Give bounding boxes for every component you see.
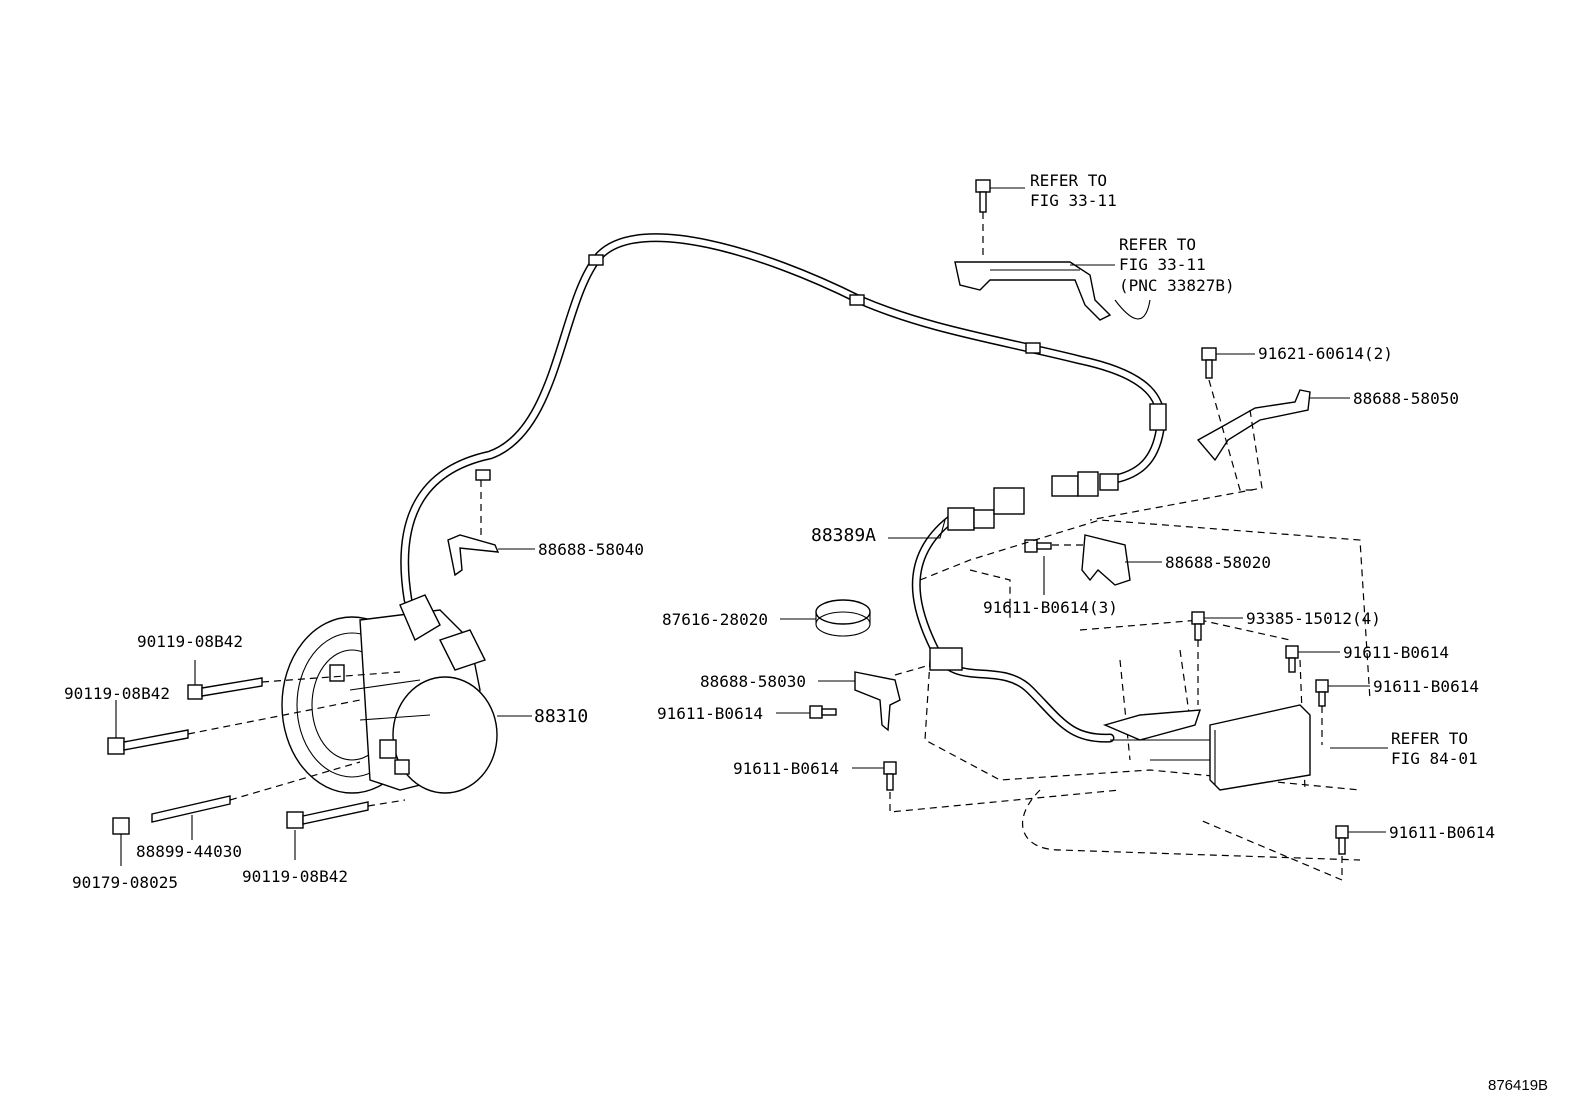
compressor-88310 [281, 594, 498, 794]
label-88688-58030: 88688-58030 [700, 672, 806, 691]
label-refer-fig-84-01-line2: FIG 84-01 [1391, 749, 1478, 768]
figure-id: 876419B [1488, 1077, 1548, 1094]
sensor-wire-88389A [911, 487, 1115, 743]
label-91621-60614: 91621-60614(2) [1258, 344, 1393, 363]
label-91611-B0614-r3: 91611-B0614 [1389, 823, 1495, 842]
label-refer-fig-33-11-a-line1: REFER TO [1030, 171, 1107, 190]
label-refer-fig-33-11-b-line2: FIG 33-11 [1119, 255, 1206, 274]
ring-87616-28020 [815, 599, 871, 637]
label-88688-58050: 88688-58050 [1353, 389, 1459, 408]
bracket-88688-58040 [447, 480, 500, 577]
label-88310: 88310 [534, 706, 588, 727]
bracket-88688-58020 [1024, 534, 1131, 586]
label-88688-58020: 88688-58020 [1165, 553, 1271, 572]
label-refer-fig-84-01-line1: REFER TO [1391, 729, 1468, 748]
callout-labels: REFER TO FIG 33-11 REFER TO FIG 33-11 (P… [64, 171, 1548, 1094]
compressor-bolts [107, 660, 406, 866]
label-88899-44030: 88899-44030 [136, 842, 242, 861]
label-refer-fig-33-11-b-line1: REFER TO [1119, 235, 1196, 254]
pipe-bracket-fig-33-11 [954, 179, 1151, 321]
label-refer-fig-33-11-b-line3: (PNC 33827B) [1119, 276, 1235, 295]
bracket-88688-58050 [1089, 347, 1311, 521]
label-90179-08025: 90179-08025 [72, 873, 178, 892]
label-90119-08B42-b: 90119-08B42 [64, 684, 170, 703]
label-91611-B0614-3: 91611-B0614(3) [983, 598, 1118, 617]
label-refer-fig-33-11-a-line2: FIG 33-11 [1030, 191, 1117, 210]
bolts-right [809, 611, 1349, 881]
label-91611-B0614-r2: 91611-B0614 [1373, 677, 1479, 696]
leader-lines [497, 187, 1388, 833]
label-88389A: 88389A [811, 525, 876, 546]
label-91611-B0614-c1: 91611-B0614 [657, 704, 763, 723]
vehicle-body-outline [919, 519, 1371, 861]
label-87616-28020: 87616-28020 [662, 610, 768, 629]
label-93385-15012: 93385-15012(4) [1246, 609, 1381, 628]
label-88688-58040: 88688-58040 [538, 540, 644, 559]
label-90119-08B42-a: 90119-08B42 [137, 632, 243, 651]
label-91611-B0614-r1: 91611-B0614 [1343, 643, 1449, 662]
hose-assembly [400, 233, 1167, 605]
label-90119-08B42-c: 90119-08B42 [242, 867, 348, 886]
label-91611-B0614-c2: 91611-B0614 [733, 759, 839, 778]
bracket-88688-58030 [854, 664, 931, 732]
ecu-module [1102, 704, 1311, 791]
